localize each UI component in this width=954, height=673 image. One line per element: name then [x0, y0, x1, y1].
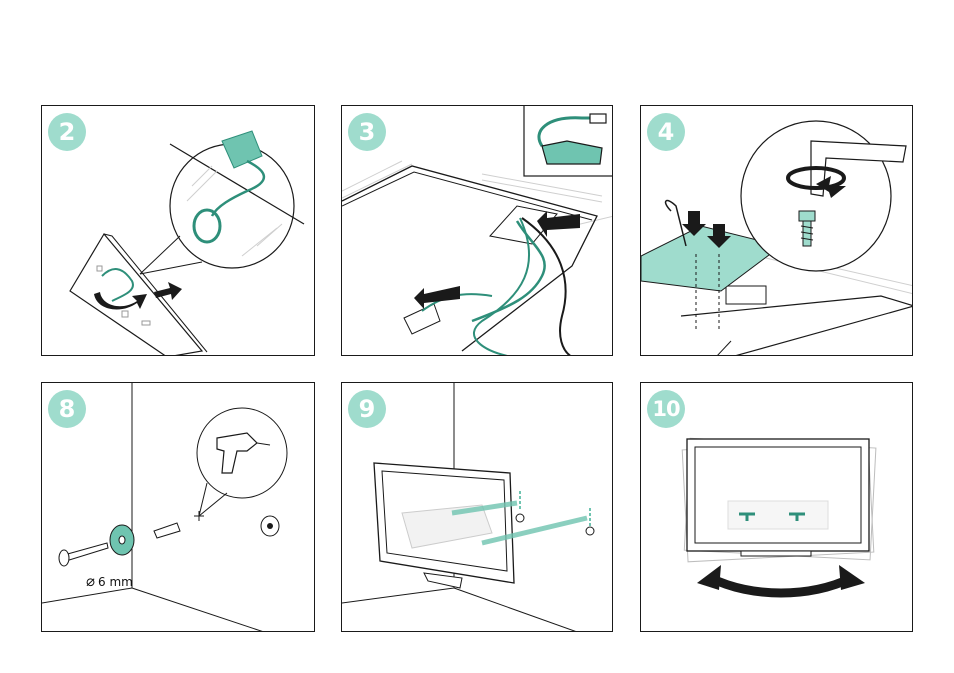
step-badge: 4 — [647, 113, 685, 151]
step-panel-4: 4 — [640, 105, 913, 356]
tv-back-cable-illustration — [42, 106, 315, 356]
screw-icon — [59, 543, 108, 566]
wall-drilling-illustration — [42, 383, 315, 632]
drill-diameter-label: ⌀6 mm — [86, 572, 133, 590]
step-badge: 3 — [348, 113, 386, 151]
tv-swivel-illustration — [641, 383, 913, 632]
step-number: 2 — [59, 120, 76, 144]
step-number: 3 — [359, 120, 376, 144]
step-badge: 2 — [48, 113, 86, 151]
step-panel-3: 3 — [341, 105, 613, 356]
wall-mount-tv-illustration — [342, 383, 613, 632]
step-panel-8: 8 ⌀6 mm — [41, 382, 315, 632]
wall-plug-icon — [154, 523, 180, 538]
step-panel-10: 10 — [640, 382, 913, 632]
step-number: 9 — [359, 397, 376, 421]
step-panel-9: 9 — [341, 382, 613, 632]
tv-cable-routing-illustration — [342, 106, 613, 356]
washer-icon — [110, 525, 134, 555]
step-badge: 9 — [348, 390, 386, 428]
step-number: 10 — [652, 399, 679, 420]
step-badge: 8 — [48, 390, 86, 428]
step-number: 8 — [59, 397, 76, 421]
stand-screw-illustration — [641, 106, 913, 356]
step-number: 4 — [658, 120, 675, 144]
step-panel-2: 2 — [41, 105, 315, 356]
step-badge: 10 — [647, 390, 685, 428]
swivel-arrow-icon — [697, 565, 865, 593]
